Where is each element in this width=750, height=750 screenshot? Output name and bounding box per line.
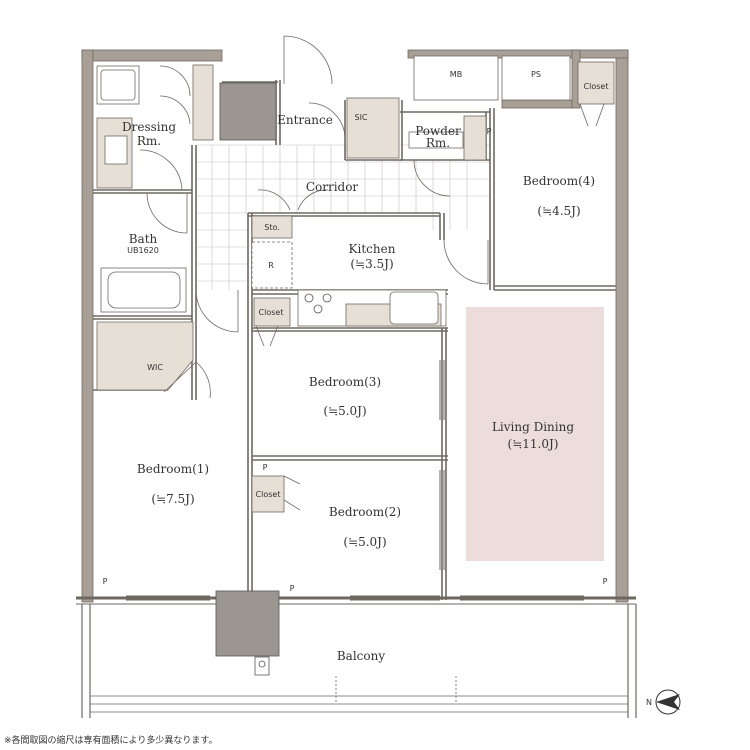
kitchen-label: Kitchen (349, 242, 396, 256)
compass-letter: N (646, 698, 652, 707)
corridor-tiles (196, 144, 490, 290)
kitchen-size: (≒3.5J) (350, 257, 393, 271)
fixtures (96, 55, 615, 513)
corridor-label: Corridor (306, 180, 359, 194)
bedroom1-label: Bedroom(1) (137, 462, 209, 476)
pipe-space-label: P (103, 577, 108, 586)
dressing-label-2: Rm. (137, 134, 161, 148)
pipe-space-label: P (263, 463, 268, 472)
pipe-space-label: P (290, 584, 295, 593)
bath-unit-label: UB1620 (127, 246, 159, 255)
balcony-rails (76, 596, 637, 718)
mb-label: MB (450, 70, 462, 79)
bedroom1-size: (≒7.5J) (151, 492, 194, 506)
drain-hole (258, 660, 266, 668)
wic-label: WIC (147, 363, 163, 372)
bedroom2-label: Bedroom(2) (329, 505, 401, 519)
compass-icon: N (646, 689, 681, 715)
dressing-label-1: Dressing (122, 120, 176, 134)
footnote: ※各間取図の縮尺は専有面積により多少異なります。 (4, 736, 218, 746)
drain (254, 656, 270, 676)
living-dining-size: (≒11.0J) (508, 437, 559, 451)
bedroom4-size: (≒4.5J) (537, 204, 580, 218)
entrance-shoe-cabinet (219, 82, 277, 141)
bedroom2-size: (≒5.0J) (343, 535, 386, 549)
living-dining-area (466, 307, 604, 561)
exterior-walls (81, 49, 629, 603)
outdoor-unit (215, 590, 280, 657)
pipe-space-label: P (603, 577, 608, 586)
bath-label: Bath (129, 232, 158, 246)
fridge-symbol: R (268, 261, 274, 270)
entrance-label: Entrance (277, 113, 333, 127)
closet-label-kitchen: Closet (259, 308, 284, 317)
bedroom3-size: (≒5.0J) (323, 404, 366, 418)
sliding-doors (126, 360, 584, 601)
bedroom3-label: Bedroom(3) (309, 375, 381, 389)
stove-burners (304, 293, 332, 314)
ps-label: PS (531, 70, 541, 79)
closet-label-bedroom2: Closet (256, 490, 281, 499)
powder-label-2: Rm. (426, 136, 450, 150)
storage-label: Sto. (264, 223, 280, 232)
living-dining-label: Living Dining (492, 420, 574, 434)
bedroom4-label: Bedroom(4) (523, 174, 595, 188)
closet-label-bedroom4: Closet (584, 82, 609, 91)
sic-label: SIC (354, 113, 367, 122)
pipe-space-label: P (487, 127, 492, 136)
powder-label-1: Powder (415, 124, 461, 138)
door-swings (139, 35, 605, 511)
balcony-label: Balcony (337, 649, 385, 663)
